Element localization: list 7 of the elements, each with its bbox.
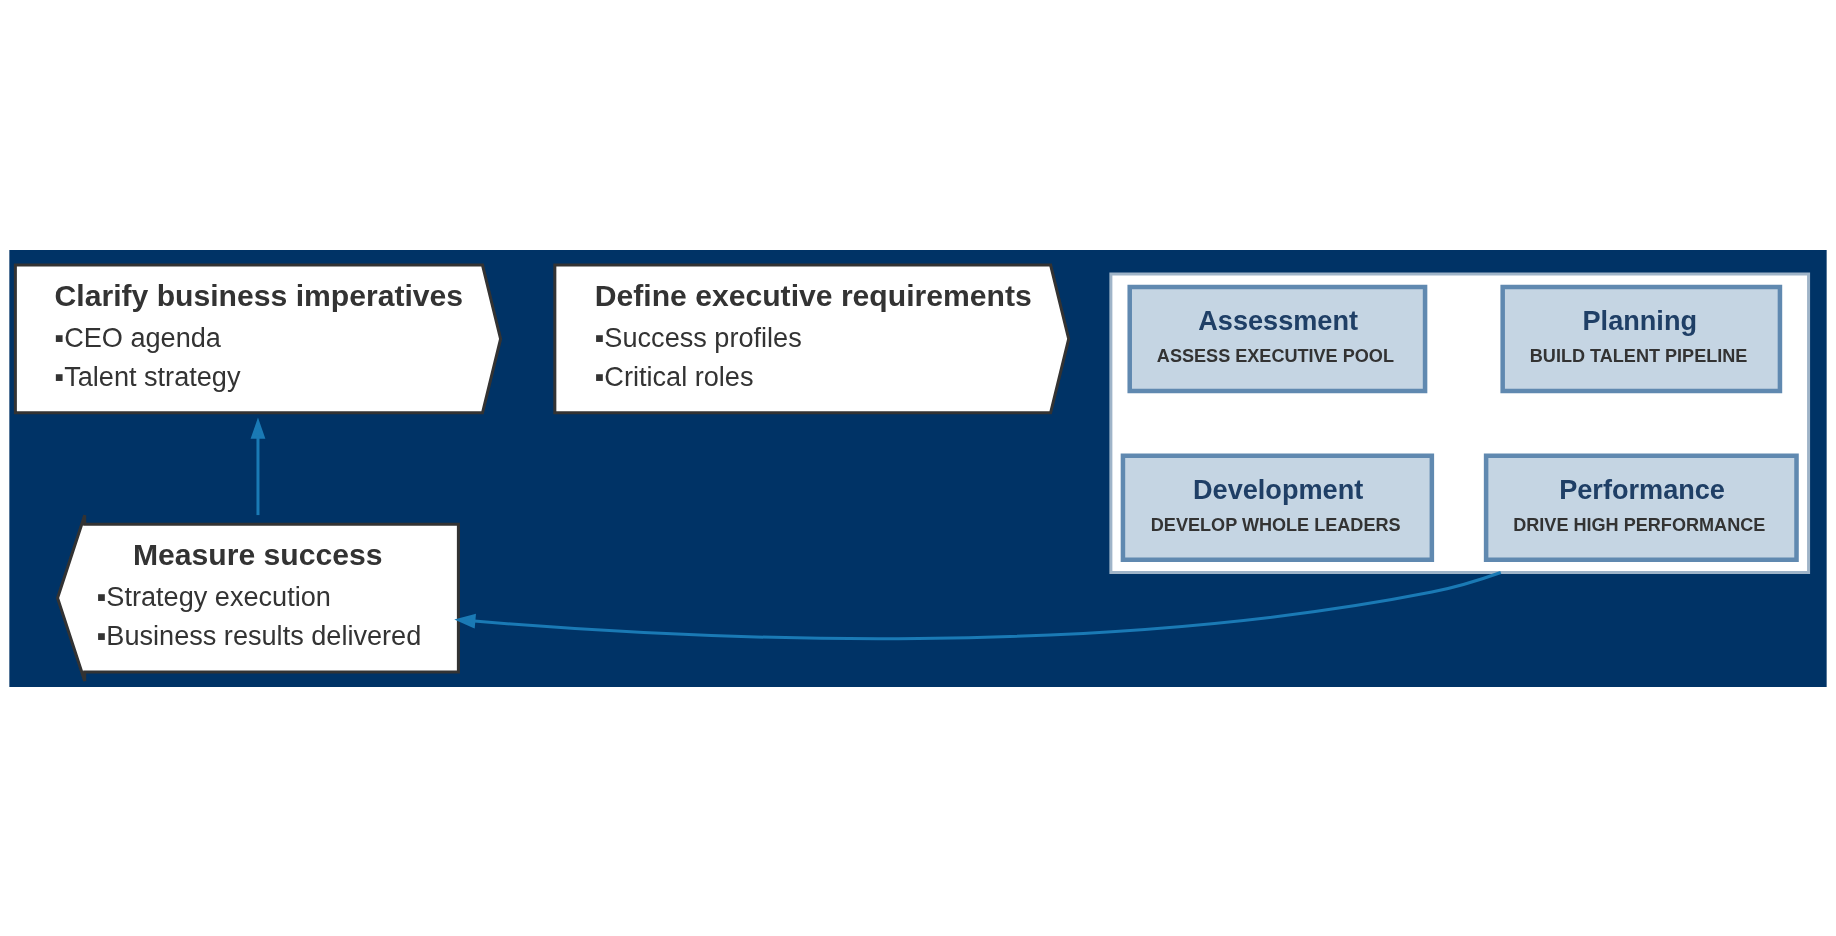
node-box: Development DEVELOP WHOLE LEADERS (1120, 452, 1435, 562)
arrow (454, 570, 1502, 640)
arrow (250, 417, 266, 515)
cluster (1109, 272, 1811, 574)
node-box: Performance DRIVE HIGH PERFORMANCE (1483, 452, 1799, 562)
node-box: Planning BUILD TALENT PIPELINE (1500, 284, 1783, 393)
node-box: Assessment ASSESS EXECUTIVE POOL (1127, 284, 1428, 393)
